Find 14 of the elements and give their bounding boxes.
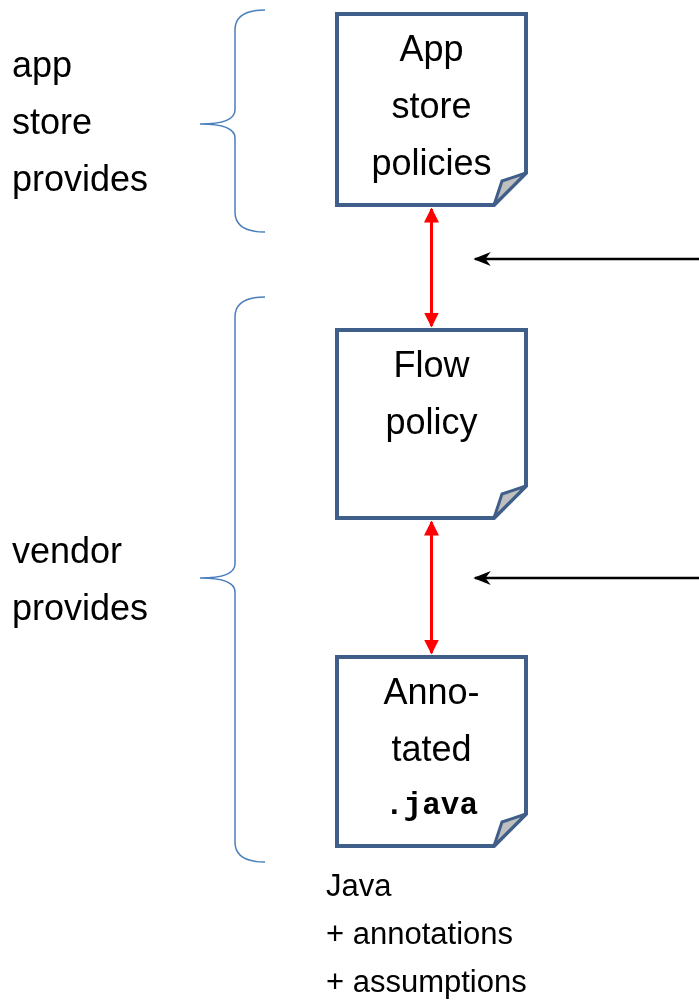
- document-shape: [335, 12, 528, 207]
- double-arrow: [424, 207, 439, 328]
- bracket-label: vendor provides: [12, 529, 150, 630]
- file-extension: .java: [384, 787, 479, 825]
- document-title: Anno- tated: [382, 670, 481, 771]
- double-arrow: [424, 520, 439, 655]
- document-shape: [335, 655, 528, 848]
- document-note: + assumptions: [326, 963, 527, 1001]
- document-title: Flow policy: [384, 343, 479, 444]
- document-title: App store policies: [370, 27, 493, 185]
- document-note: + annotations: [326, 915, 513, 953]
- bracket-label: app store provides: [12, 43, 150, 201]
- document-note: Java: [326, 867, 392, 905]
- document-shape: [335, 328, 528, 520]
